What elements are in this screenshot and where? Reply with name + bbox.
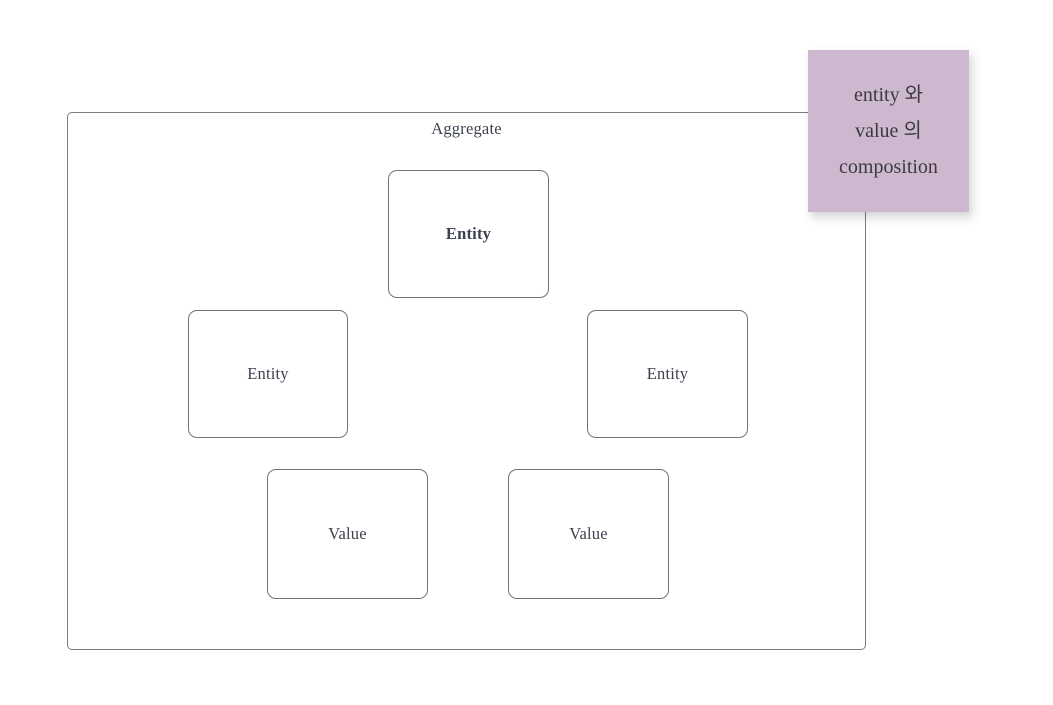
value-node-left-label: Value xyxy=(328,524,367,543)
entity-node-right[interactable]: Entity xyxy=(587,310,748,438)
value-node-left[interactable]: Value xyxy=(267,469,428,599)
entity-node-top[interactable]: Entity xyxy=(388,170,549,298)
value-node-right[interactable]: Value xyxy=(508,469,669,599)
entity-node-top-label: Entity xyxy=(445,224,492,243)
aggregate-container[interactable] xyxy=(67,112,866,650)
entity-node-left[interactable]: Entity xyxy=(188,310,348,438)
entity-node-right-label: Entity xyxy=(646,364,689,383)
sticky-note-annotation[interactable]: entity 와 value 의 composition xyxy=(808,50,969,212)
aggregate-title: Aggregate xyxy=(431,119,502,138)
value-node-right-label: Value xyxy=(569,524,608,543)
entity-node-left-label: Entity xyxy=(247,364,289,383)
sticky-note-text: entity 와 value 의 composition xyxy=(839,84,938,178)
